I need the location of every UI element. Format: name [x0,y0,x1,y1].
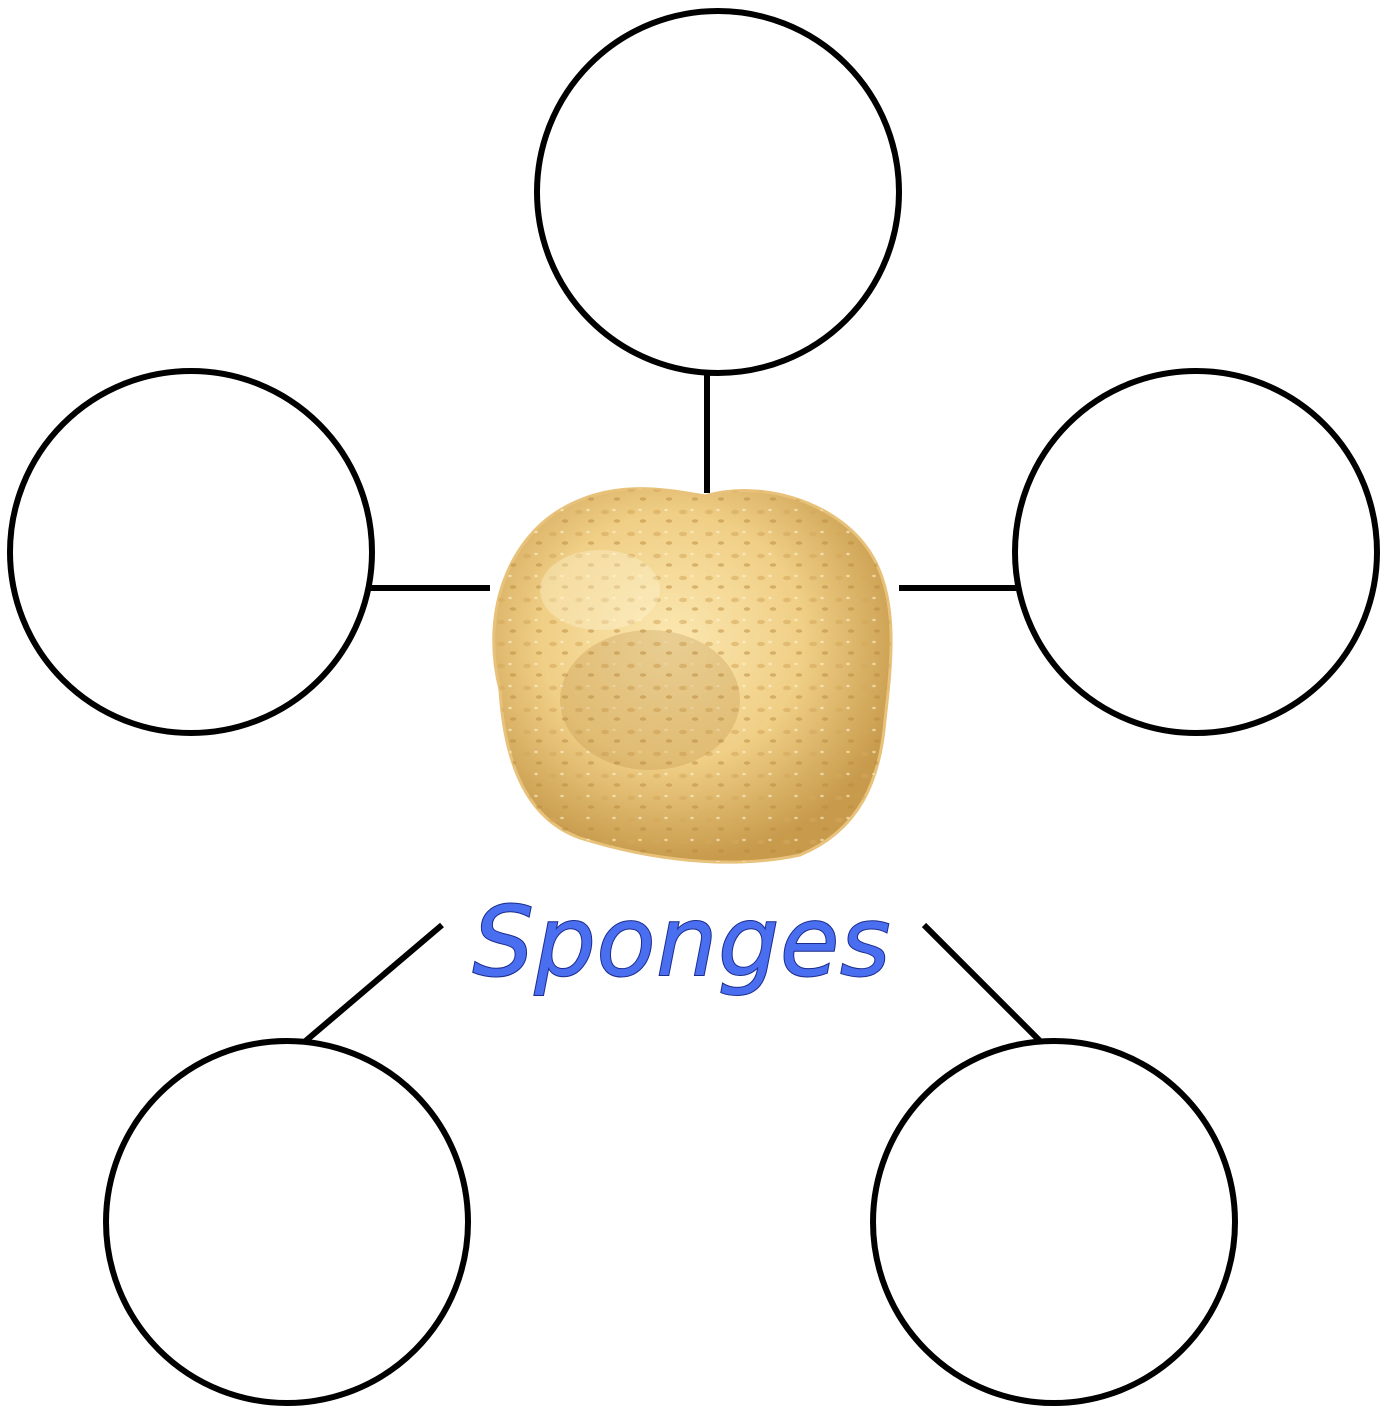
bubble-left[interactable] [10,371,372,733]
bubble-bottom-right[interactable] [873,1041,1235,1403]
connector-bottom-right [924,925,1043,1044]
bubble-right[interactable] [1015,371,1377,733]
bubble-bottom-left[interactable] [106,1041,468,1403]
bubble-top[interactable] [537,11,899,373]
connector-bottom-left [302,925,442,1044]
sponge-image [494,489,891,862]
center-title: Sponges [473,886,891,998]
